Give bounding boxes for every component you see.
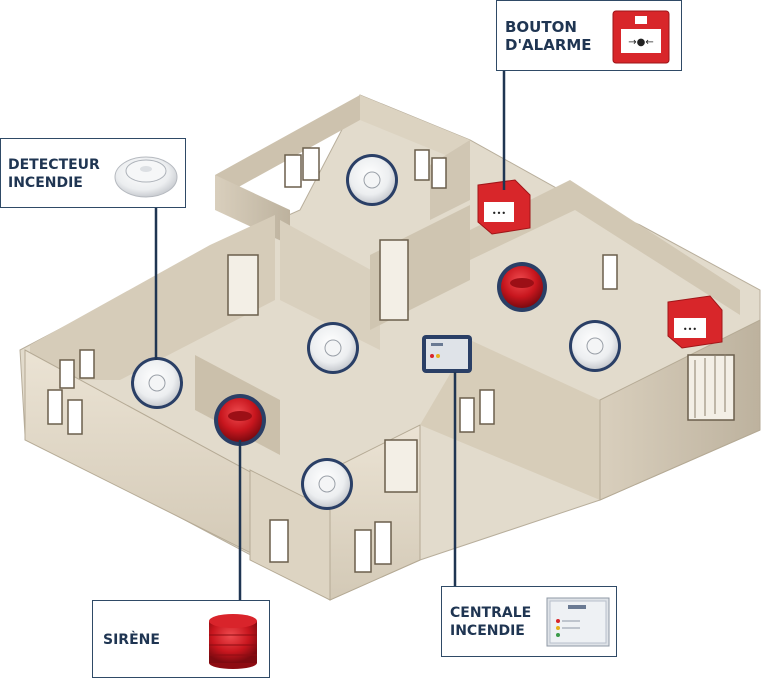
callout-line: DETECTEUR xyxy=(8,157,100,173)
manual-call-point-icon: →●← xyxy=(612,10,670,64)
callout-line: INCENDIE xyxy=(450,623,525,639)
callout-line: BOUTON xyxy=(505,18,577,36)
building xyxy=(19,94,761,601)
callout-label: CENTRALE INCENDIE xyxy=(450,604,531,640)
fire-control-panel-icon xyxy=(546,597,610,647)
callout-detecteur-incendie: DETECTEUR INCENDIE xyxy=(0,138,186,208)
smoke-detector-icon xyxy=(114,156,178,198)
siren-icon xyxy=(214,394,266,446)
fire-control-panel-icon xyxy=(422,335,472,373)
manual-call-point-icon: ••• xyxy=(667,295,723,349)
smoke-detector-icon xyxy=(307,322,359,374)
callout-label: SIRÈNE xyxy=(103,631,160,649)
wall-back-upper-right xyxy=(360,95,470,165)
smoke-detector-icon xyxy=(301,458,353,510)
callout-line: CENTRALE xyxy=(450,605,532,621)
siren-icon xyxy=(209,614,257,669)
wall-right-front xyxy=(420,340,600,500)
callout-label: DETECTEUR INCENDIE xyxy=(8,156,100,192)
callout-line: SIRÈNE xyxy=(103,632,160,648)
svg-text:•••: ••• xyxy=(492,209,506,218)
callout-line: INCENDIE xyxy=(8,175,83,191)
leader-lines xyxy=(154,70,506,600)
wall-back-upper-left xyxy=(215,95,360,200)
svg-text:→●←: →●← xyxy=(628,37,653,48)
smoke-detector-icon xyxy=(569,320,621,372)
manual-call-point-icon: ••• xyxy=(477,179,531,235)
callout-label: BOUTON D'ALARME xyxy=(505,18,592,54)
door xyxy=(227,239,735,493)
callout-bouton-alarme: BOUTON D'ALARME →●← xyxy=(496,0,682,71)
window xyxy=(47,147,618,573)
callout-centrale-incendie: CENTRALE INCENDIE xyxy=(441,586,617,657)
callout-sirene: SIRÈNE xyxy=(92,600,270,678)
wall-right-back xyxy=(470,180,740,315)
garage-door-slats xyxy=(694,354,726,418)
smoke-detector-icon xyxy=(131,357,183,409)
wall-central-left xyxy=(280,220,380,350)
wall-left-back xyxy=(30,215,275,380)
callout-line: D'ALARME xyxy=(505,36,592,54)
svg-text:•••: ••• xyxy=(683,325,697,334)
siren-icon xyxy=(497,262,547,312)
smoke-detector-icon xyxy=(346,154,398,206)
